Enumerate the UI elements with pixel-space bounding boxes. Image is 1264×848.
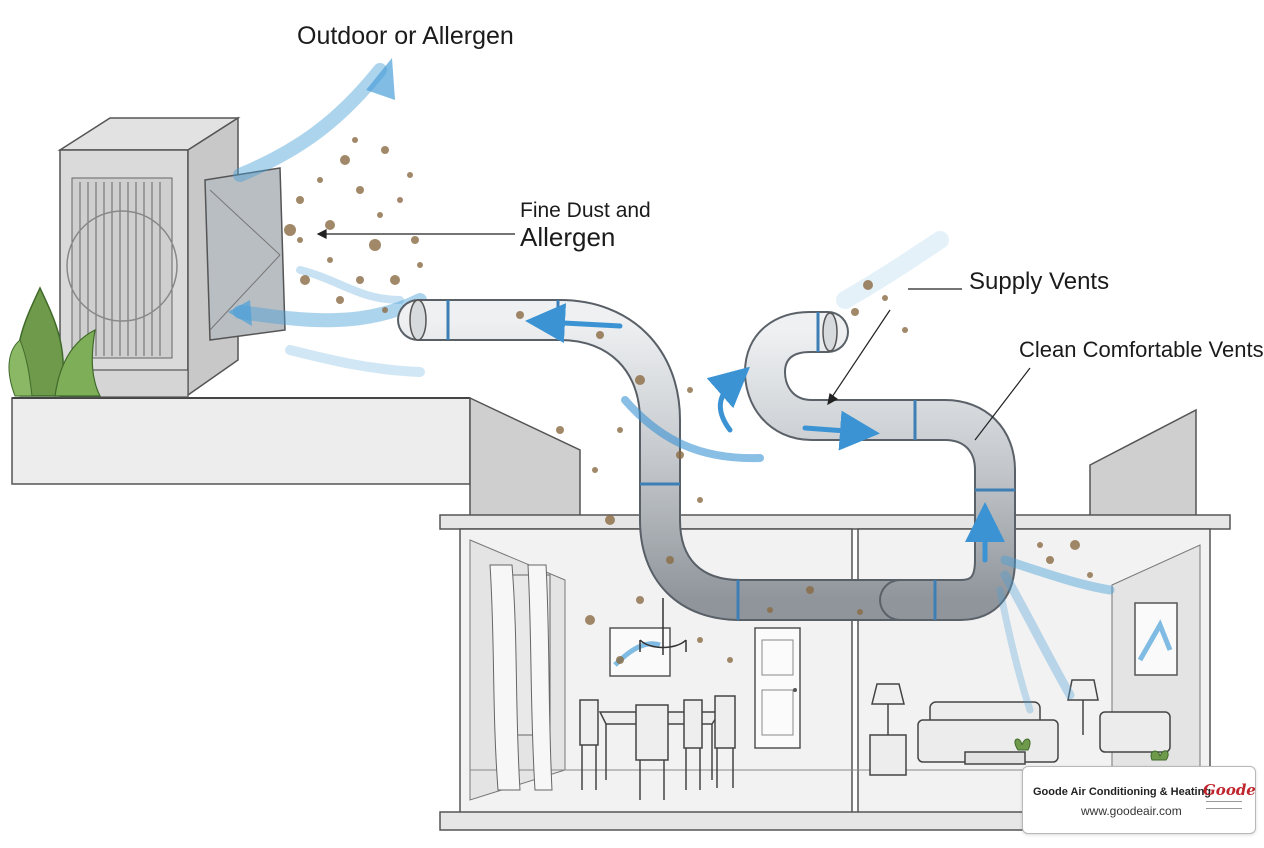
airflow-arrow-icon [525, 303, 1005, 563]
fine-dust-label-line2: Allergen [520, 222, 616, 252]
brand-url: www.goodeair.com [1081, 804, 1182, 818]
fine-dust-label: Fine Dust and Allergen [520, 198, 651, 250]
brand-logo-underline [1206, 801, 1242, 809]
brand-name: Goode Air Conditioning & Heating [1033, 786, 1212, 798]
outdoor-ac-unit [57, 116, 286, 398]
sofa-icon [917, 701, 1171, 765]
outdoor-allergen-label: Outdoor or Allergen [297, 22, 514, 50]
roof-slab [11, 397, 471, 485]
brand-logo: Goode [1203, 781, 1256, 799]
dust-particle-icon [284, 137, 1093, 664]
interior-door [754, 627, 801, 749]
clean-airflow [836, 231, 1115, 714]
houseplant-icon [1014, 738, 1169, 761]
dining-set [579, 695, 736, 800]
fine-dust-label-line1: Fine Dust and [520, 199, 651, 222]
clean-duct [744, 311, 1016, 621]
airflow-arrow-icon [228, 58, 427, 377]
picture-frame-icon [609, 602, 1178, 677]
window-curtain [489, 564, 553, 791]
supply-vents-label: Supply Vents [969, 268, 1110, 295]
shrub-icon [8, 286, 101, 397]
lamp-icon [869, 679, 1099, 776]
callout-lines [316, 229, 1031, 441]
clean-vents-label: Clean Comfortable Vents [1019, 337, 1264, 362]
brand-card: Goode Air Conditioning & Heating www.goo… [1022, 766, 1256, 834]
chandelier-icon [639, 598, 687, 655]
